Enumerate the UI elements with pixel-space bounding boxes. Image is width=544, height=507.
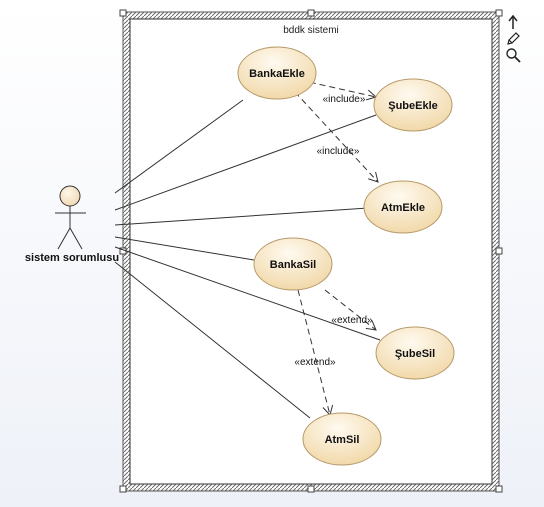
use-case-atm-sil[interactable]: AtmSil [302,412,382,466]
use-case-label: AtmEkle [381,202,425,214]
association-line[interactable] [114,236,255,261]
use-case-label: BankaEkle [249,68,305,80]
extend-label: «extend» [331,315,373,326]
use-case-sube-sil[interactable]: ŞubeSil [375,326,455,380]
association-line[interactable] [114,207,369,226]
arrow-up-icon[interactable] [505,14,521,30]
resize-handle[interactable] [119,9,127,17]
actor-leg [69,227,83,250]
boundary-title: bddk sistemi [283,25,339,36]
use-case-label: BankaSil [270,259,316,271]
pencil-icon[interactable] [505,31,521,47]
include-arrow[interactable] [294,91,379,183]
extend-label: «extend» [294,357,336,368]
resize-handle[interactable] [495,9,503,17]
use-case-banka-ekle[interactable]: BankaEkle [237,46,317,100]
actor-head [59,185,81,207]
actor-label: sistem sorumlusu [25,252,119,264]
resize-handle[interactable] [495,485,503,493]
use-case-sube-ekle[interactable]: ŞubeEkle [373,78,453,132]
association-line[interactable] [114,114,377,211]
extend-arrow[interactable] [297,289,334,416]
use-case-banka-sil[interactable]: BankaSil [253,237,333,291]
actor-leg [57,227,71,250]
resize-handle[interactable] [307,9,315,17]
include-label: «include» [317,146,360,157]
use-case-atm-ekle[interactable]: AtmEkle [363,180,443,234]
associations [114,99,381,419]
magnifier-icon[interactable] [505,47,521,63]
actor-sistem-sorumlusu[interactable]: sistem sorumlusu [25,185,119,264]
use-case-label: AtmSil [325,434,360,446]
resize-handle[interactable] [307,485,315,493]
association-line[interactable] [114,246,381,341]
use-case-label: ŞubeSil [395,348,435,360]
association-line[interactable] [114,99,244,194]
include-label: «include» [323,94,366,105]
resize-handle[interactable] [495,247,503,255]
association-line[interactable] [114,261,311,419]
resize-handle[interactable] [119,485,127,493]
use-case-label: ŞubeEkle [388,100,438,112]
extend-arrow[interactable] [324,289,377,331]
